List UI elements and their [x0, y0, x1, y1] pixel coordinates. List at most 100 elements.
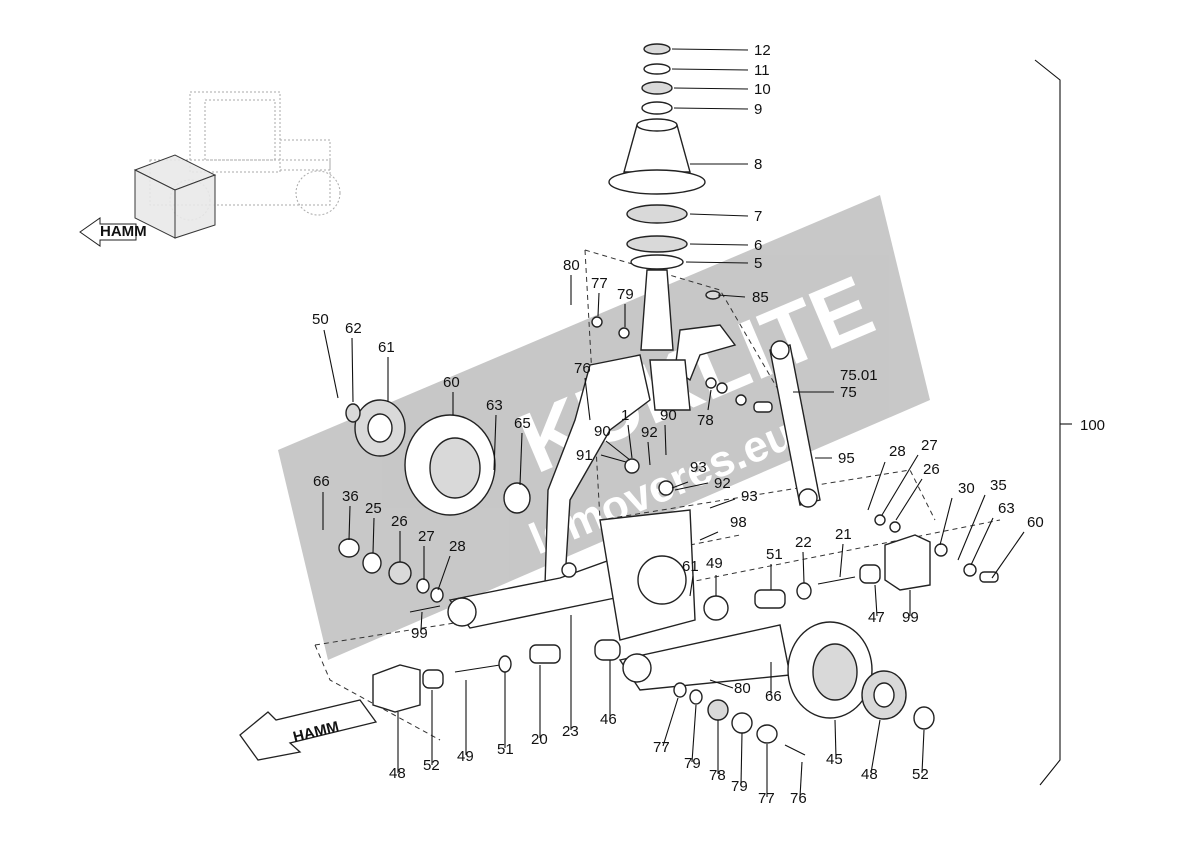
callout-label: 61 [378, 339, 395, 356]
callout-label: 12 [754, 42, 771, 59]
leader-line [802, 551, 805, 584]
callout-label: 79 [617, 286, 634, 303]
callout-label: 93 [690, 459, 707, 476]
leader-line [597, 292, 600, 317]
leader-line [662, 697, 679, 747]
callout-label: 27 [418, 528, 435, 545]
callout-label: 11 [754, 62, 770, 79]
callout-label: 35 [990, 477, 1007, 494]
callout-label: 50 [312, 311, 329, 328]
callout-label: 36 [342, 488, 359, 505]
callout-label: 28 [889, 443, 906, 460]
callout-label: 48 [861, 766, 878, 783]
callout-label: 8 [754, 156, 762, 173]
direction-arrow-small: HAMM [79, 217, 147, 247]
callout-label: 78 [709, 767, 726, 784]
callout-label: 77 [591, 275, 608, 292]
leader-line [671, 48, 749, 51]
callout-label: 90 [594, 423, 611, 440]
leader-line [647, 441, 651, 466]
callout-label: 65 [514, 415, 531, 432]
callout-label: 22 [795, 534, 812, 551]
locator-box [133, 154, 217, 239]
callout-label: 77 [758, 790, 775, 807]
leader-line [881, 454, 919, 516]
callout-label: 99 [411, 625, 428, 642]
callout-label: 63 [486, 397, 503, 414]
callout-label: 46 [600, 711, 617, 728]
callout-label: 6 [754, 237, 762, 254]
leader-line [689, 243, 749, 246]
leader-line [689, 213, 749, 217]
leader-line [799, 761, 803, 798]
leader-line [699, 531, 719, 541]
hub-left [345, 399, 531, 516]
leader-line [957, 494, 986, 561]
leader-line [664, 424, 667, 456]
leader-line [921, 729, 925, 774]
leader-line [437, 555, 451, 591]
callout-label: 76 [790, 790, 807, 807]
callout-label: 60 [1027, 514, 1044, 531]
steering-cylinder [769, 340, 821, 508]
callout-label: 26 [923, 461, 940, 478]
callout-label: 79 [731, 778, 748, 795]
callout-label: 85 [752, 289, 769, 306]
callout-label: 80 [734, 680, 751, 697]
callout-label: 51 [766, 546, 783, 563]
leader-line [519, 432, 523, 486]
leader-line [867, 461, 886, 511]
callout-label: 27 [921, 437, 938, 454]
leader-line [691, 704, 697, 763]
direction-arrow-large: HAMM [239, 699, 378, 761]
callout-label: 95 [838, 450, 855, 467]
leader-line [627, 424, 633, 459]
hub-right [787, 621, 935, 730]
leader-line [685, 261, 749, 264]
group-bracket: 100 [1034, 59, 1105, 786]
callout-label: 66 [313, 473, 330, 490]
leader-line [970, 517, 994, 566]
callout-label: 93 [741, 488, 758, 505]
group-label-100: 100 [1080, 417, 1105, 434]
callout-label: 99 [902, 609, 919, 626]
leader-line [584, 377, 591, 421]
callout-label: 25 [365, 500, 382, 517]
callout-label: 20 [531, 731, 548, 748]
callout-label: 79 [684, 755, 701, 772]
leader-line [372, 517, 375, 554]
leader-line [674, 482, 709, 491]
leader-line [895, 478, 923, 521]
callout-label: 48 [389, 765, 406, 782]
callout-label: 92 [641, 424, 658, 441]
callout-label: 51 [497, 741, 514, 758]
callout-label: 21 [835, 526, 852, 543]
leader-line [939, 497, 953, 546]
callout-label: 92 [714, 475, 731, 492]
leader-line [874, 584, 878, 617]
callout-label: 30 [958, 480, 975, 497]
leader-line [870, 719, 881, 774]
arrow-text-small: HAMM [100, 223, 147, 240]
leader-lines [322, 48, 1025, 798]
leader-line [420, 611, 423, 631]
leader-line [834, 719, 837, 759]
callout-label: 52 [912, 766, 929, 783]
leader-line [348, 505, 351, 541]
leader-line [991, 531, 1025, 579]
leader-line [351, 337, 354, 403]
leader-line [671, 481, 689, 489]
callout-label: 47 [868, 609, 885, 626]
leader-line [323, 329, 339, 399]
leader-line [709, 679, 734, 689]
callout-label: 91 [576, 447, 593, 464]
leader-line [709, 498, 736, 509]
callout-label: 28 [449, 538, 466, 555]
axle-frame [447, 324, 791, 691]
callout-label: 80 [563, 257, 580, 274]
callout-label: 75 [840, 384, 857, 401]
callout-label: 49 [706, 555, 723, 572]
callout-label: 23 [562, 723, 579, 740]
kingpin-stack [608, 43, 721, 351]
